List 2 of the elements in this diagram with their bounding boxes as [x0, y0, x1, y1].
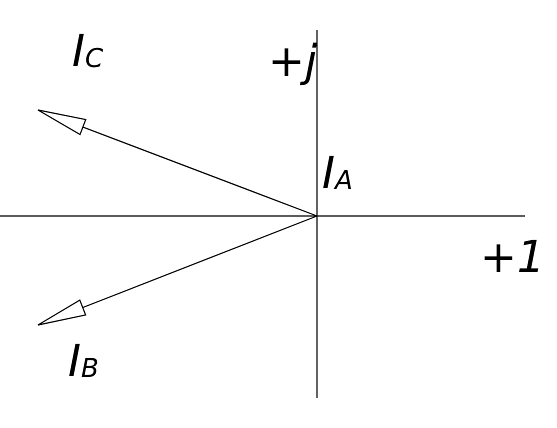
axis-label: +1: [480, 236, 545, 280]
axis-label: +j: [268, 40, 318, 84]
